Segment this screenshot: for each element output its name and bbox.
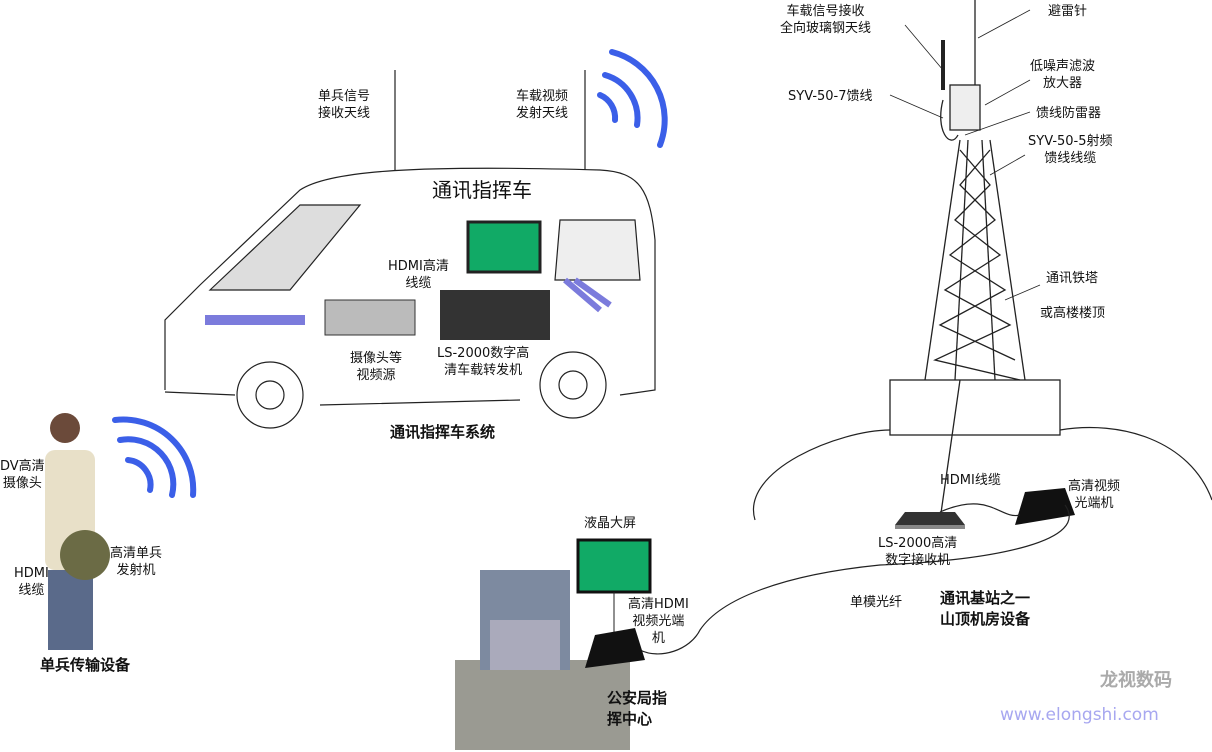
text: HDMI [14,566,49,581]
label-tower: 通讯铁塔 [1046,271,1099,286]
text: 车载视频 [516,89,569,104]
text: 高清视频 [1068,479,1121,494]
police-optical [585,628,645,668]
leader-lines [889,9,1041,301]
label-tower-antenna: 车载信号接收全向玻璃钢天线 [780,3,871,37]
text: 单兵信号 [318,89,371,104]
label-antenna-tx: 车载视频发射天线 [516,88,568,122]
text: LS-2000数字高 [437,346,530,361]
text: 接收天线 [318,106,371,121]
text: 通讯基站之一 [940,589,1031,607]
label-police-optical: 高清HDMI 视频光端机 [628,596,689,647]
text: HDMI高清 [388,259,449,274]
label-dv: DV高清摄像头 [0,458,45,492]
text: 线缆 [18,583,45,598]
label-transmitter: LS-2000数字高清车载转发机 [437,345,529,379]
text: 山顶机房设备 [940,610,1031,628]
text: 数字接收机 [885,553,951,568]
label-feeder5: SYV-50-5射频馈线线缆 [1028,133,1113,167]
watermark-url: www.elongshi.com [1000,705,1159,725]
mountain-outline [752,427,1212,521]
text: 清车载转发机 [444,363,523,378]
text: 线缆 [405,276,432,291]
police-building [455,570,630,750]
tower-drawing [889,0,1061,521]
van-stripe [205,315,305,325]
text: 馈线线缆 [1044,151,1097,166]
soldier-caption: 单兵传输设备 [40,656,131,674]
label-antenna-rx: 单兵信号接收天线 [318,88,370,122]
text: 发射天线 [516,106,569,121]
camera [324,299,416,336]
police-screen [576,538,652,594]
police-caption: 公安局指挥中心 [607,688,667,730]
soldier-figure [45,413,110,650]
van-caption: 通讯指挥车系统 [390,423,496,441]
text: LS-2000高清 [878,536,958,551]
label-soldier-hdmi: HDMI 线缆 [14,565,49,599]
text: 挥中心 [607,710,653,728]
signal-waves [112,49,668,498]
text: 视频光端 [632,614,685,629]
text: SYV-50-5射频 [1028,134,1113,149]
receiver-device [895,512,965,529]
text: 车载信号接收 [786,4,865,19]
van-title: 通讯指挥车 [432,178,532,202]
label-station-optical: 高清视频光端机 [1068,478,1120,512]
watermark-brand: 龙视数码 [1100,670,1172,691]
text: 机 [651,631,665,646]
station-caption: 通讯基站之一山顶机房设备 [940,588,1030,630]
label-lna: 低噪声滤波放大器 [1030,58,1095,92]
label-van-hdmi: HDMI高清线缆 [388,258,449,292]
text: 摄像头等 [350,351,403,366]
label-soldier-tx: 高清单兵发射机 [110,545,162,579]
text: 高清HDMI [628,597,689,612]
van-stripe-rear [563,277,612,313]
text: 全向玻璃钢天线 [780,21,872,36]
text: DV高清 [0,459,45,474]
label-arrester: 馈线防雷器 [1036,106,1102,121]
fiber-cable [639,503,1070,655]
van-transmitter [440,290,550,340]
label-feeder7: SYV-50-7馈线 [788,89,873,104]
text: 摄像头 [2,476,42,491]
text: 发射机 [116,563,156,578]
label-police-screen: 液晶大屏 [584,516,637,531]
label-fiber: 单模光纤 [850,595,903,610]
label-camera: 摄像头等视频源 [350,350,402,384]
optical-transceiver [1015,488,1075,525]
van-drawing [164,70,656,429]
text: 高清单兵 [110,546,163,561]
text: 光端机 [1074,496,1114,511]
label-lightning: 避雷针 [1048,4,1088,19]
van-monitor [466,220,542,274]
label-station-hdmi: HDMI线缆 [940,473,1001,488]
text: 公安局指 [607,689,668,707]
text: 放大器 [1043,76,1083,91]
label-receiver: LS-2000高清数字接收机 [878,535,957,569]
text: 低噪声滤波 [1030,59,1096,74]
text: 视频源 [356,368,396,383]
label-roof: 或高楼楼顶 [1040,306,1106,321]
